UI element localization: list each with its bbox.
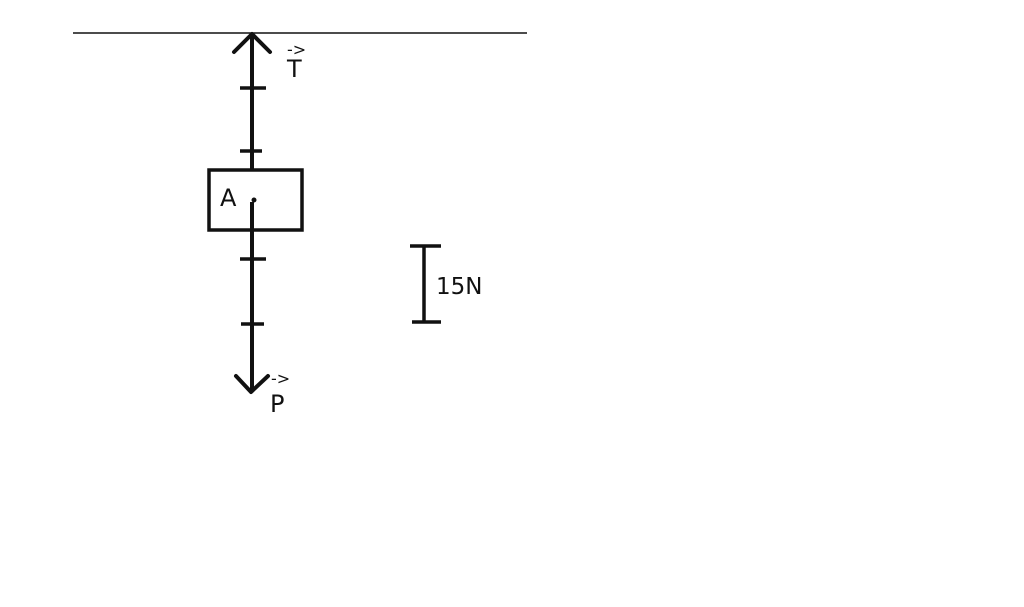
scale-bar-label: 15N: [436, 274, 482, 300]
tension-arrowhead: [232, 32, 272, 54]
body-a-label: A: [220, 184, 237, 212]
tension-label: T: [286, 55, 302, 83]
body-a-center-point: [251, 197, 257, 203]
weight-label: P: [270, 390, 284, 418]
tension-arrow-mark: ->: [287, 40, 306, 59]
weight-arrowhead: [234, 374, 270, 394]
weight-arrow-mark: ->: [271, 369, 290, 388]
